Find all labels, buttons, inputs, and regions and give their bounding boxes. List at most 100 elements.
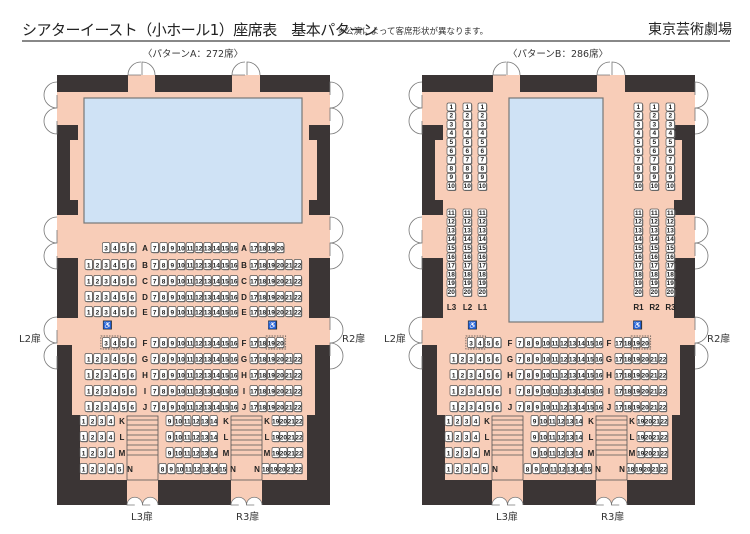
seat: 3	[633, 120, 644, 130]
seat-number: 3	[100, 418, 104, 425]
seat-number: 2	[480, 113, 484, 120]
seat-number: 1	[652, 104, 656, 111]
seat-number: 4	[652, 130, 656, 137]
seat-number: 12	[195, 245, 203, 252]
seat: 1	[84, 401, 94, 413]
seat-number: 3	[104, 245, 108, 252]
seat: 10	[649, 181, 660, 191]
seat-box	[523, 463, 532, 474]
seat-number: 12	[651, 219, 659, 226]
wall-notch	[70, 140, 78, 200]
seat-number: 9	[170, 245, 174, 252]
seat: 17	[249, 259, 259, 271]
seat-box	[185, 369, 194, 380]
seat-number: 2	[96, 356, 100, 363]
seat-box	[462, 415, 471, 426]
seat-box	[453, 431, 462, 442]
seat-number: 3	[465, 418, 469, 425]
seat: 1	[84, 259, 94, 271]
seat: 20	[643, 463, 652, 475]
seat-box	[258, 291, 267, 302]
seat-number: 22	[660, 450, 668, 457]
seat-number: 6	[130, 388, 134, 395]
seat: 8	[159, 242, 168, 254]
seat-box	[649, 243, 659, 253]
seat-number: 15	[221, 294, 229, 301]
seat-box	[203, 337, 212, 348]
seat-box	[212, 353, 221, 364]
seat-number: 5	[118, 466, 122, 473]
door-label-l3-a: L3扉	[131, 512, 153, 523]
row-label: M	[119, 449, 126, 458]
seat: 20	[276, 337, 285, 349]
seat-number: 8	[527, 356, 531, 363]
seat: 13	[446, 226, 457, 236]
seat-number: 15	[667, 245, 675, 252]
row-label: D	[142, 293, 148, 302]
row-label: G	[142, 355, 148, 364]
seat-box	[168, 369, 177, 380]
seat: 10	[542, 369, 551, 381]
wall	[260, 75, 330, 92]
seat-number: 21	[285, 388, 293, 395]
seat-box	[614, 401, 623, 412]
seat-box	[632, 337, 641, 348]
seat-number: 5	[487, 404, 491, 411]
seat: 2	[453, 447, 462, 459]
seat-box	[649, 261, 659, 271]
seat: 22	[658, 369, 668, 381]
seat-number: 13	[204, 278, 212, 285]
seat-number: 18	[624, 404, 632, 411]
seat: 2	[88, 431, 97, 443]
seat-box	[271, 415, 280, 426]
seat-box	[530, 431, 539, 442]
seat: 14	[212, 291, 221, 303]
seat-number: 13	[204, 372, 212, 379]
seat: 20	[276, 306, 285, 318]
seat-box	[462, 279, 472, 288]
seat-number: 21	[650, 356, 658, 363]
seat-box	[477, 120, 487, 129]
seat-box	[249, 369, 258, 380]
seat: 18	[446, 270, 457, 280]
seat-number: 7	[153, 309, 157, 316]
seat-number: 17	[667, 263, 675, 270]
seat: 9	[530, 431, 539, 443]
seat-box	[453, 463, 462, 474]
door-right-icon	[694, 107, 709, 135]
wall	[57, 75, 128, 92]
seat-number: 9	[169, 466, 173, 473]
seat-number: 22	[659, 356, 667, 363]
seat-box	[458, 385, 467, 396]
seat: 10	[174, 415, 183, 427]
seat-box	[462, 235, 472, 244]
seat: 4	[475, 401, 485, 413]
seat: 19	[649, 279, 660, 289]
seat-box	[586, 337, 595, 348]
seat: 16	[462, 252, 473, 262]
seat-number: 12	[560, 340, 568, 347]
row-label: K	[223, 417, 229, 426]
seat-box	[524, 353, 533, 364]
seat-number: 9	[465, 174, 469, 181]
seat: 12	[193, 463, 202, 475]
seat-number: 11	[551, 356, 558, 363]
seat-box	[550, 401, 559, 412]
seat-number: 17	[250, 309, 258, 316]
seat: 22	[660, 447, 669, 459]
seat-box	[84, 401, 93, 412]
seat-box	[106, 415, 115, 426]
seat-number: 22	[660, 466, 668, 473]
seat: 21	[287, 431, 296, 443]
seat-number: 15	[219, 466, 227, 473]
seat-number: 21	[652, 466, 660, 473]
seat: 3	[467, 353, 476, 365]
seat-box	[79, 447, 88, 458]
seat-box	[568, 369, 577, 380]
seat-number: 7	[449, 157, 453, 164]
seat: 8	[649, 164, 660, 174]
seat-box	[150, 337, 159, 348]
seat-number: 5	[122, 340, 126, 347]
seat-number: 9	[170, 340, 174, 347]
seat-box	[150, 306, 159, 317]
